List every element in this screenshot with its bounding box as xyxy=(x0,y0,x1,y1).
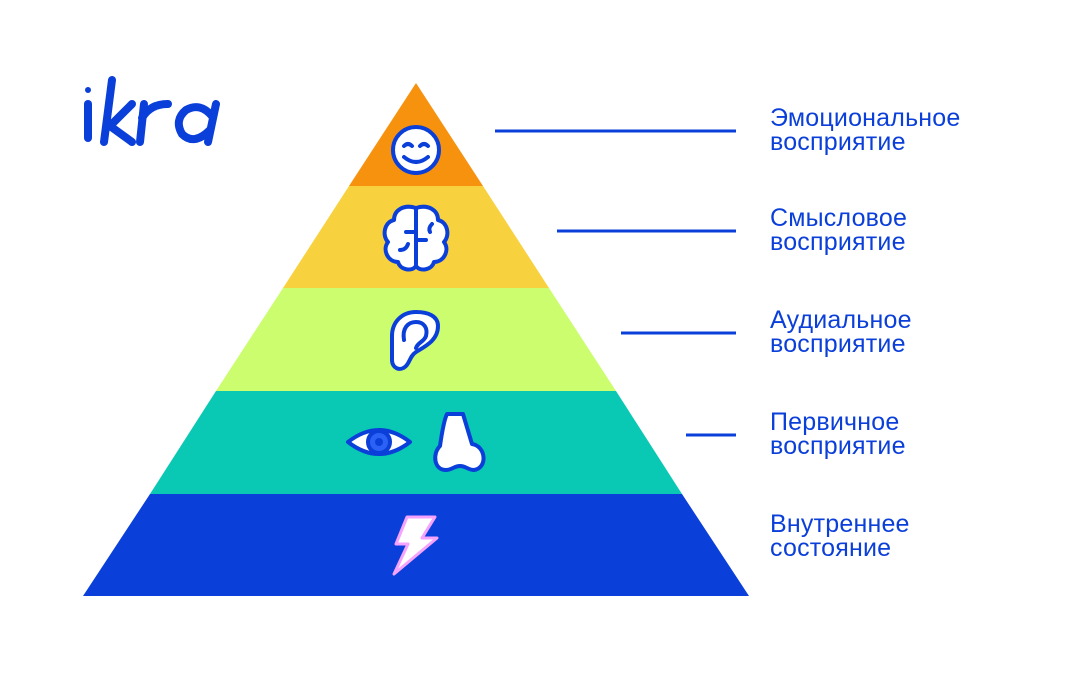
label-primary-line1: Первичное xyxy=(770,408,900,436)
nose-icon xyxy=(433,412,486,472)
label-internal-line2: состояние xyxy=(770,534,892,562)
ikra-logo: ikra xyxy=(78,70,278,160)
lightning-icon xyxy=(392,515,439,576)
label-emotional: Эмоциональное восприятие xyxy=(770,104,1070,156)
label-semantic-line1: Смысловое xyxy=(770,204,908,232)
ikra-logo-mark: ikra xyxy=(84,76,220,146)
label-semantic-line2: восприятие xyxy=(770,228,906,256)
label-emotional-line2: восприятие xyxy=(770,128,906,156)
ear-icon xyxy=(390,310,440,371)
label-audial: Аудиальное восприятие xyxy=(770,306,1070,358)
smile-icon xyxy=(391,125,441,175)
label-internal-line1: Внутреннее xyxy=(770,510,910,538)
label-internal: Внутреннее состояние xyxy=(770,510,1070,562)
label-primary: Первичное восприятие xyxy=(770,408,1070,460)
tier-primary xyxy=(150,391,682,494)
eye-icon xyxy=(346,428,412,456)
label-audial-line1: Аудиальное xyxy=(770,306,912,334)
brain-icon xyxy=(382,204,450,272)
label-emotional-line1: Эмоциональное xyxy=(770,104,961,132)
label-semantic: Смысловое восприятие xyxy=(770,204,1070,256)
label-audial-line2: восприятие xyxy=(770,330,906,358)
label-primary-line2: восприятие xyxy=(770,432,906,460)
